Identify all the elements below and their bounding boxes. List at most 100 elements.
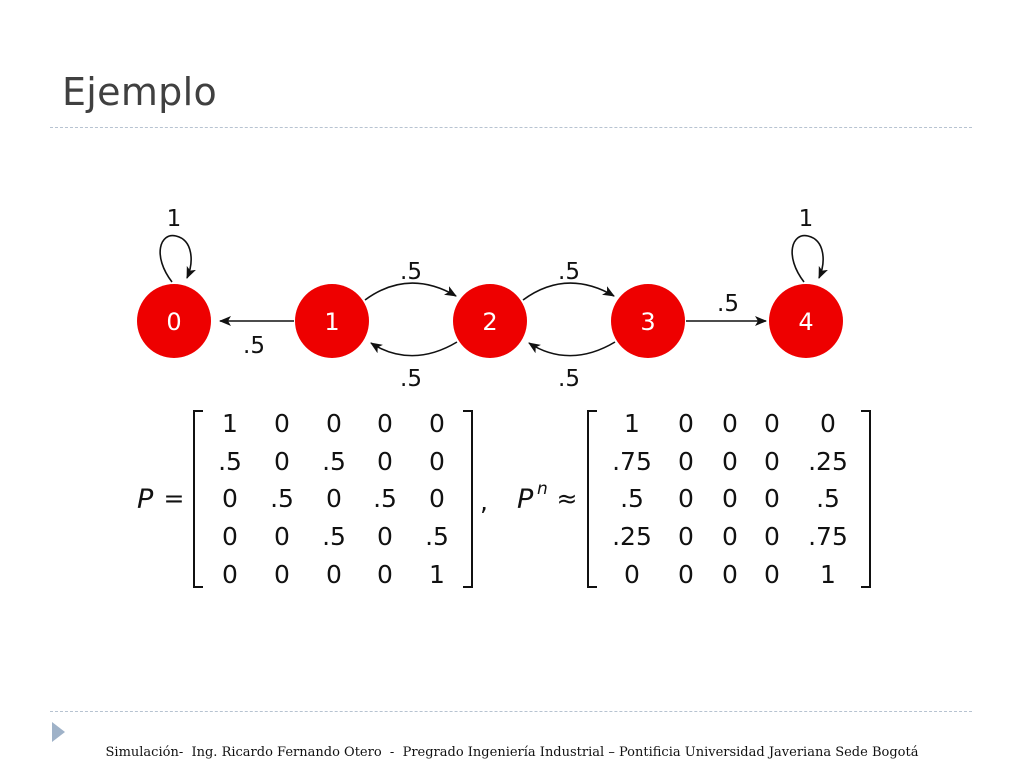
matrix-p-cell: 0 xyxy=(222,522,238,551)
edge-label-3-to-2: .5 xyxy=(558,366,580,392)
edge-arrow-2-to-3 xyxy=(522,282,615,301)
state-node-2: 2 xyxy=(453,284,527,358)
state-node-0: 0 xyxy=(137,284,211,358)
state-circle-2 xyxy=(453,284,527,358)
matrix-p-cell: 1 xyxy=(222,409,238,438)
matrix-pn-cell: 0 xyxy=(678,560,694,589)
matrix-p-cell: .5 xyxy=(322,447,346,476)
matrix-pn-symbol: P xyxy=(517,484,534,515)
matrix-pn-cell: 1 xyxy=(624,409,640,438)
matrix-separator: , xyxy=(480,487,488,516)
matrix-pn-cell: 0 xyxy=(764,560,780,589)
matrix-pn-cell: 0 xyxy=(764,447,780,476)
state-label-1: 1 xyxy=(324,308,339,336)
matrix-p-cell: 0 xyxy=(274,447,290,476)
edge-label-2-to-3: .5 xyxy=(558,259,580,285)
matrix-pn-cell: 0 xyxy=(678,484,694,513)
matrix-pn-cell: 0 xyxy=(764,522,780,551)
matrix-p-cell: 0 xyxy=(326,409,342,438)
state-circle-3 xyxy=(611,284,685,358)
edge-label-0-to-0: 1 xyxy=(167,206,182,232)
matrix-p-symbol: P xyxy=(137,484,154,515)
edge-4-to-4: 1 xyxy=(791,206,828,283)
edge-2-to-1: .5 xyxy=(370,341,458,392)
state-label-2: 2 xyxy=(482,308,497,336)
edge-label-3-to-4: .5 xyxy=(717,291,739,317)
matrix-p-cell: 1 xyxy=(429,560,445,589)
edge-arrow-3-to-2 xyxy=(528,341,616,357)
matrix-p-cell: 0 xyxy=(274,409,290,438)
matrix-p-cell: 0 xyxy=(222,560,238,589)
edge-arrow-4-to-4 xyxy=(791,234,828,283)
matrix-pn-cell: 0 xyxy=(722,484,738,513)
matrix-p-cell: 0 xyxy=(274,560,290,589)
matrix-p-cell: 0 xyxy=(377,560,393,589)
edge-1-to-0: .5 xyxy=(219,316,294,359)
matrix-p-cell: 0 xyxy=(377,447,393,476)
matrix-pn-cell: 0 xyxy=(722,522,738,551)
matrix-pn-cell: 0 xyxy=(820,409,836,438)
matrix-pn-cell: .25 xyxy=(612,522,652,551)
state-label-4: 4 xyxy=(798,308,813,336)
matrix-pn-cell: .25 xyxy=(808,447,848,476)
state-circle-4 xyxy=(769,284,843,358)
matrix-p-cell: 0 xyxy=(274,522,290,551)
edge-3-to-2: .5 xyxy=(528,341,616,392)
matrix-pn-cell: 0 xyxy=(678,409,694,438)
title-divider xyxy=(50,127,972,128)
matrix-pn-superscript: n xyxy=(537,479,548,499)
matrix-pn-cell: 0 xyxy=(678,522,694,551)
matrix-p-cell: 0 xyxy=(222,484,238,513)
matrix-pn-cell: .5 xyxy=(816,484,840,513)
matrix-pn-right-bracket xyxy=(861,410,871,588)
matrix-p-cell: .5 xyxy=(322,522,346,551)
matrix-pn-left-bracket xyxy=(587,410,597,588)
matrix-p-cell: 0 xyxy=(377,522,393,551)
state-node-4: 4 xyxy=(769,284,843,358)
matrix-pn-relation: ≈ xyxy=(557,484,578,513)
matrix-p-cell: 0 xyxy=(429,409,445,438)
state-circle-1 xyxy=(295,284,369,358)
matrix-pn-cell: .5 xyxy=(620,484,644,513)
matrix-p-cell: 0 xyxy=(429,484,445,513)
slide-title: Ejemplo xyxy=(62,70,217,114)
matrix-p-cell: 0 xyxy=(429,447,445,476)
state-circle-0 xyxy=(137,284,211,358)
state-node-1: 1 xyxy=(295,284,369,358)
edge-0-to-0: 1 xyxy=(159,206,196,283)
edge-1-to-2: .5 xyxy=(364,259,457,301)
footer-text: Simulación- Ing. Ricardo Fernando Otero … xyxy=(105,745,919,760)
matrix-p-cell: 0 xyxy=(377,409,393,438)
edge-label-4-to-4: 1 xyxy=(799,206,814,232)
matrix-pn-cell: .75 xyxy=(612,447,652,476)
matrix-pn-cell: 0 xyxy=(764,484,780,513)
edge-label-1-to-2: .5 xyxy=(400,259,422,285)
matrix-pn-cell: 0 xyxy=(722,447,738,476)
matrix-p-cell: .5 xyxy=(270,484,294,513)
state-label-0: 0 xyxy=(166,308,181,336)
matrix-p-cell: .5 xyxy=(218,447,242,476)
matrix-pn-cell: 0 xyxy=(624,560,640,589)
footer-divider xyxy=(50,711,972,712)
matrix-p-cell: 0 xyxy=(326,484,342,513)
matrix-p-cell: .5 xyxy=(425,522,449,551)
node-layer: 0 1 2 3 4 xyxy=(137,284,843,358)
matrix-p-cell: 0 xyxy=(326,560,342,589)
matrix-pn-cell: .75 xyxy=(808,522,848,551)
matrix-p-relation: = xyxy=(164,484,185,513)
footer-bullet-icon xyxy=(52,722,65,742)
edge-2-to-3: .5 xyxy=(522,259,615,301)
state-node-3: 3 xyxy=(611,284,685,358)
edge-arrow-2-to-1 xyxy=(370,341,458,357)
matrix-pn-cell: 0 xyxy=(678,447,694,476)
matrix-pn-cell: 0 xyxy=(764,409,780,438)
edge-label-1-to-0: .5 xyxy=(243,333,265,359)
edge-3-to-4: .5 xyxy=(686,291,767,326)
matrix-p-right-bracket xyxy=(463,410,473,588)
matrix-pn-cell: 0 xyxy=(722,409,738,438)
matrix-pn-cell: 0 xyxy=(722,560,738,589)
